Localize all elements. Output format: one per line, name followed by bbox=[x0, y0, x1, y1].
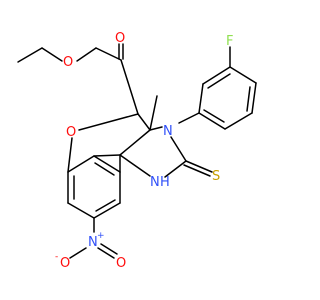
bond-quaternary-n bbox=[149, 126, 163, 131]
bond-fphenyl-3 bbox=[229, 66, 257, 84]
atom-thione-s: S bbox=[212, 169, 220, 184]
molecule-structure-diagram: O O O F N N H S N + O - O bbox=[17, 31, 257, 271]
bond-n-aryl bbox=[178, 112, 200, 124]
bond-nitro-n-o-right-1 bbox=[97, 247, 115, 259]
bond-thione-c-nh bbox=[164, 160, 187, 178]
atom-nitro-o-right: O bbox=[116, 256, 126, 271]
bond-ethyl-ch2-o bbox=[41, 47, 63, 62]
bond-fphenyl-6 bbox=[198, 112, 226, 130]
atom-labels: O O O F N N H S N + O - O bbox=[55, 31, 233, 271]
bond-carbonyl-c-ester-o bbox=[95, 47, 122, 61]
bond-nh-ch bbox=[119, 154, 151, 177]
bonds bbox=[17, 43, 257, 259]
bond-nitro-n-o-right-2 bbox=[100, 243, 118, 255]
bond-benzo-4 bbox=[67, 202, 95, 219]
bond-benzo-inner-3 bbox=[94, 162, 115, 176]
atom-ester-o-carbonyl: O bbox=[115, 31, 125, 46]
bond-bridge-c-ring-o bbox=[78, 113, 139, 131]
atom-ring-o: O bbox=[66, 125, 76, 140]
bond-thione-double-1 bbox=[185, 160, 213, 173]
molecule-svg: O O O F N N H S N + O - O bbox=[17, 31, 257, 271]
atom-amine-n: N bbox=[163, 124, 173, 139]
atom-ester-o-single: O bbox=[63, 55, 73, 70]
bond-fphenyl-2 bbox=[202, 66, 231, 85]
bond-thione-double-2 bbox=[183, 164, 211, 177]
bond-n-thione-c bbox=[170, 136, 187, 162]
atom-nitro-o-left: O bbox=[60, 256, 70, 271]
bond-quaternary-methyl bbox=[149, 95, 158, 131]
bond-ethyl-ch3-ch2 bbox=[17, 47, 43, 63]
bond-fphenyl-inner-3 bbox=[203, 109, 225, 123]
bond-fphenyl-4 bbox=[251, 82, 257, 114]
atom-fluorine: F bbox=[226, 34, 233, 49]
bond-ring-o-benzo bbox=[67, 137, 73, 173]
bond-benzo-inner-2 bbox=[95, 199, 116, 212]
bond-fphenyl-5 bbox=[224, 112, 253, 130]
bond-fphenyl-inner-2 bbox=[246, 86, 251, 112]
bond-fphenyl-inner-1 bbox=[207, 73, 231, 89]
bond-fphenyl-1 bbox=[198, 83, 204, 114]
atom-nitro-n: N bbox=[88, 235, 98, 250]
bond-carbonyl-c-bridge bbox=[120, 59, 139, 115]
bond-nitro-n-o-left bbox=[69, 247, 87, 259]
bond-benzo-5 bbox=[93, 202, 121, 219]
atom-nitro-n-charge: + bbox=[97, 231, 105, 241]
bond-benzo-2 bbox=[67, 155, 95, 173]
bond-bridge-c-quaternary bbox=[137, 113, 151, 131]
bond-quaternary-ch bbox=[119, 129, 151, 156]
bond-o-carbonyl-c bbox=[76, 47, 97, 62]
atom-nitro-o-left-charge: - bbox=[55, 252, 58, 262]
atom-nh-h: H bbox=[160, 175, 170, 190]
bond-benzo-1 bbox=[93, 154, 121, 157]
atom-nh-n: N bbox=[150, 175, 160, 190]
bond-benzo-7 bbox=[93, 155, 121, 173]
